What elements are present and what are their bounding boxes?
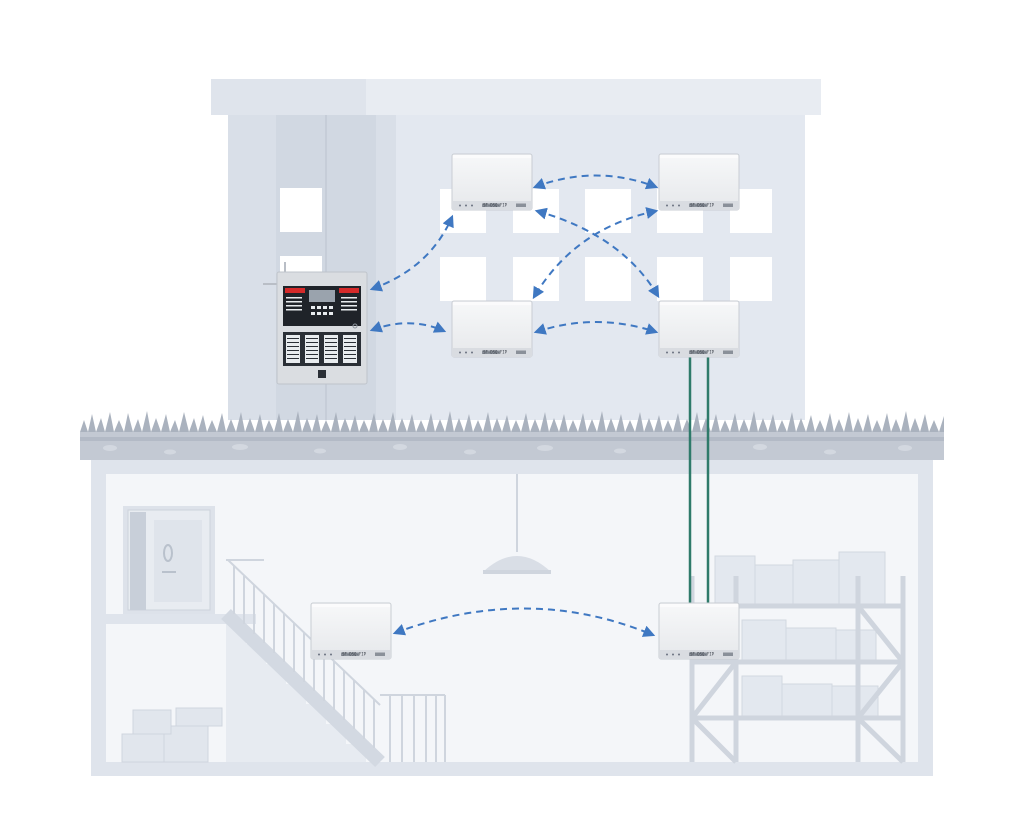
repeater-basement-right: SF-DSQ-FIP [658,602,740,660]
repeater-mid-left: SF-DSQ-FIP [451,300,533,358]
mezzanine-floor [106,614,256,624]
wireless-links [369,174,660,637]
device-model-label: SF-DSQ-FIP [690,350,715,355]
vault-door [123,506,215,614]
device-model-label: SF-DSQ-FIP [483,203,508,208]
staircase [221,559,446,768]
basement [91,460,933,776]
device-model-label: SF-DSQ-FIP [342,652,367,657]
device-model-label: SF-DSQ-FIP [483,350,508,355]
grass [80,411,944,434]
link-basement-left-to-right [392,607,656,637]
link-top-right-to-mid-left [532,207,659,300]
repeater-devices: SF-DSQ-FIP SF-DSQ-FIP SF-DSQ-FIP SF-DSQ-FIP… [310,153,740,660]
fire-alarm-control-panel [263,262,368,385]
link-mid-left-to-mid-right [533,321,659,335]
repeater-mid-right: SF-DSQ-FIP [658,300,740,358]
device-model-label: SF-DSQ-FIP [690,652,715,657]
boxes-stack-left [121,707,223,763]
repeater-basement-left: SF-DSQ-FIP [310,602,392,660]
soil [80,432,944,460]
link-panel-to-top-left [369,214,454,292]
link-panel-to-mid-left [369,321,447,333]
ceiling-lamp [483,474,551,574]
link-top-left-to-top-right [532,174,659,190]
roof-slab-shade [211,79,366,115]
repeater-top-right: SF-DSQ-FIP [658,153,740,211]
ground [80,411,944,460]
repeater-top-left: SF-DSQ-FIP [451,153,533,211]
wired-link [688,357,710,604]
device-model-label: SF-DSQ-FIP [690,203,715,208]
